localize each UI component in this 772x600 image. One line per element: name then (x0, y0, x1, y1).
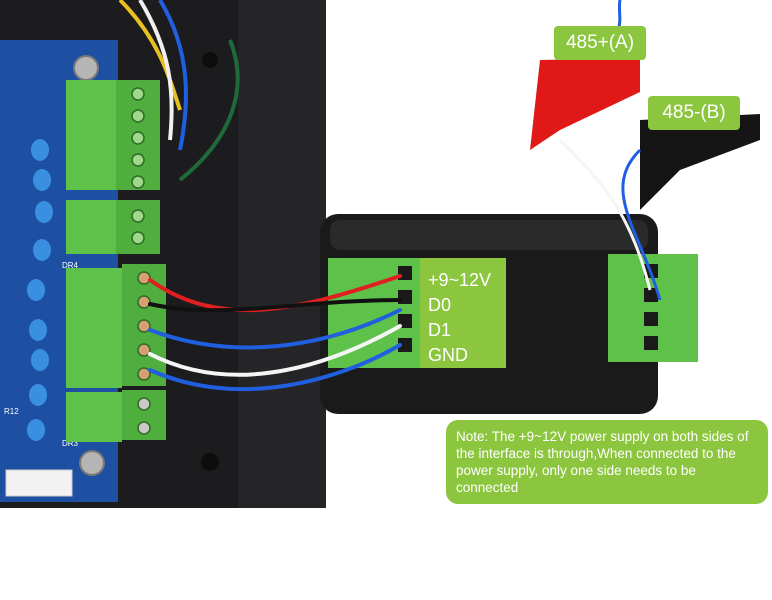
screw-bottom (79, 450, 105, 476)
label-485-a: 485+(A) (554, 26, 646, 60)
red-clip (530, 58, 640, 150)
panel-hole (201, 453, 219, 471)
pin-label-d1: D1 (428, 320, 452, 340)
pcb-label-dr4: DR4 (62, 261, 79, 270)
pin-label-box: +9~12V D0 D1 GND (420, 258, 506, 368)
panel-edge (238, 0, 326, 508)
pcb-components (27, 139, 53, 441)
pcb-label-r12: R12 (4, 407, 19, 416)
black-clip (640, 114, 760, 210)
terminal-screws (131, 87, 151, 435)
power-note: Note: The +9~12V power supply on both si… (446, 420, 768, 504)
pcb-label-dr3: DR3 (62, 439, 79, 448)
white-header (5, 469, 73, 497)
converter-top (330, 220, 648, 250)
panel-hole-2 (202, 52, 218, 68)
wires (148, 274, 402, 392)
pin-label-power: +9~12V (428, 270, 492, 290)
screw-top (73, 55, 99, 81)
label-485-b: 485-(B) (648, 96, 740, 130)
pin-label-d0: D0 (428, 295, 452, 315)
pin-label-gnd: GND (428, 345, 468, 365)
panel-wires (118, 0, 240, 182)
